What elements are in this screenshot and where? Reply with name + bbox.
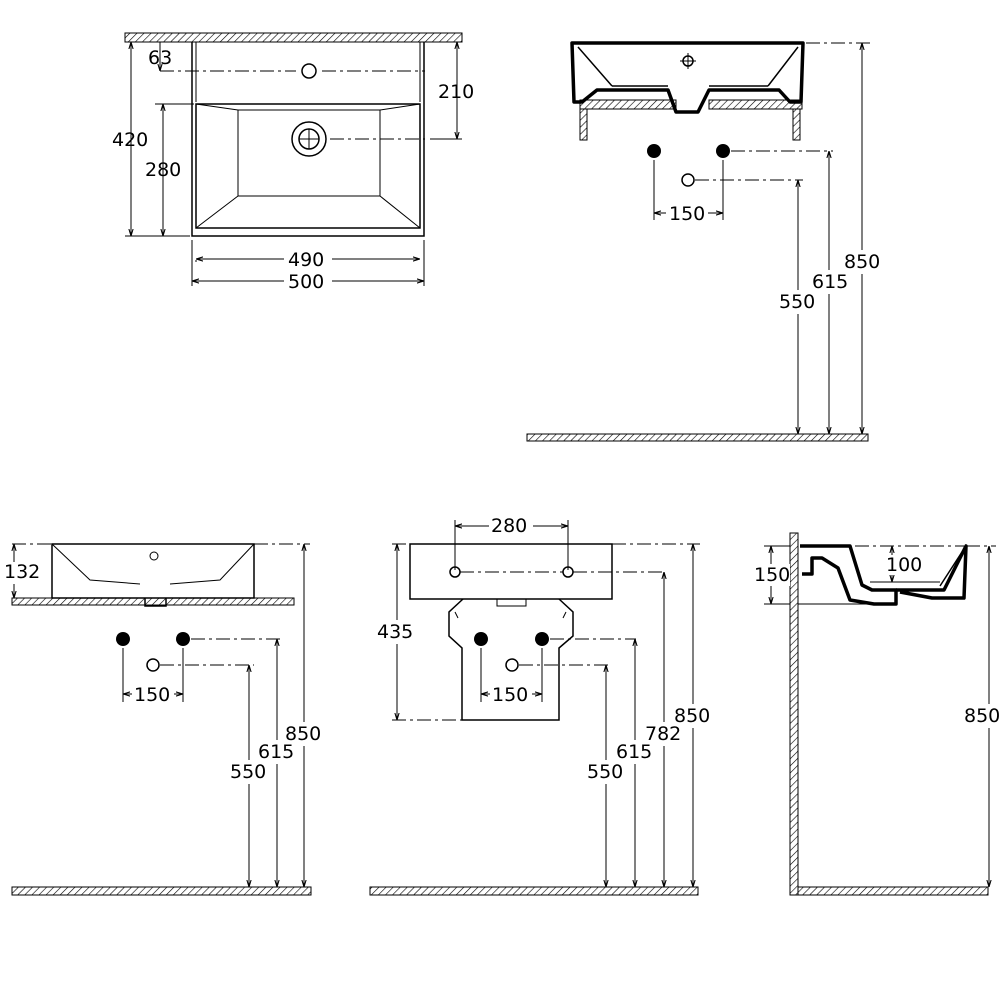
dim-label: 615 <box>258 741 294 763</box>
waste-outlet-icon <box>146 658 160 672</box>
drain-icon <box>291 121 327 157</box>
floor-hatch <box>369 886 699 896</box>
hot-supply-icon <box>535 632 549 646</box>
wall-hatch <box>11 597 295 606</box>
pedestal <box>448 598 574 721</box>
dim-label: 150 <box>754 564 790 586</box>
waste-outlet-icon <box>681 173 695 187</box>
cold-supply-icon <box>647 144 661 158</box>
basin-section <box>800 544 898 606</box>
dim-label: 150 <box>134 684 170 706</box>
floor-hatch <box>797 886 989 896</box>
cold-supply-icon <box>116 632 130 646</box>
hot-supply-icon <box>716 144 730 158</box>
cold-supply-icon <box>474 632 488 646</box>
dim-label: 280 <box>145 159 181 181</box>
dim-label: 210 <box>438 81 474 103</box>
dim-label: 615 <box>812 271 848 293</box>
top-view: 63 210 420 280 490 500 <box>112 32 474 293</box>
dim-label: 280 <box>491 515 527 537</box>
dim-label: 490 <box>288 249 324 271</box>
dim-label: 150 <box>492 684 528 706</box>
front-view-left: 132 150 550 615 850 <box>2 543 325 896</box>
dim-label: 550 <box>230 761 266 783</box>
dim-label: 435 <box>377 621 413 643</box>
dim-label: 850 <box>844 251 880 273</box>
dim-label: 850 <box>674 705 710 727</box>
section-view: 150 100 850 <box>754 532 1000 896</box>
floor-hatch <box>11 886 312 896</box>
dim-label: 150 <box>669 203 705 225</box>
dim-label: 550 <box>587 761 623 783</box>
dim-label: 100 <box>886 554 922 576</box>
floor-hatch <box>526 433 869 442</box>
dim-label: 782 <box>645 723 681 745</box>
hot-supply-icon <box>176 632 190 646</box>
wall-hatch <box>789 532 799 896</box>
dim-label: 850 <box>964 705 1000 727</box>
dim-label: 500 <box>288 271 324 293</box>
front-view-pedestal: 280 150 435 550 615 782 85 <box>369 515 714 896</box>
waste-outlet-icon <box>505 658 519 672</box>
dim-label: 850 <box>285 723 321 745</box>
side-view-top: 150 550 615 850 <box>526 41 884 442</box>
dim-label: 420 <box>112 129 148 151</box>
faucet-hole <box>301 63 317 79</box>
dim-label: 615 <box>616 741 652 763</box>
dim-label: 132 <box>4 561 40 583</box>
dim-label: 63 <box>148 47 172 69</box>
wall-hatch <box>124 32 463 43</box>
dim-label: 550 <box>779 291 815 313</box>
